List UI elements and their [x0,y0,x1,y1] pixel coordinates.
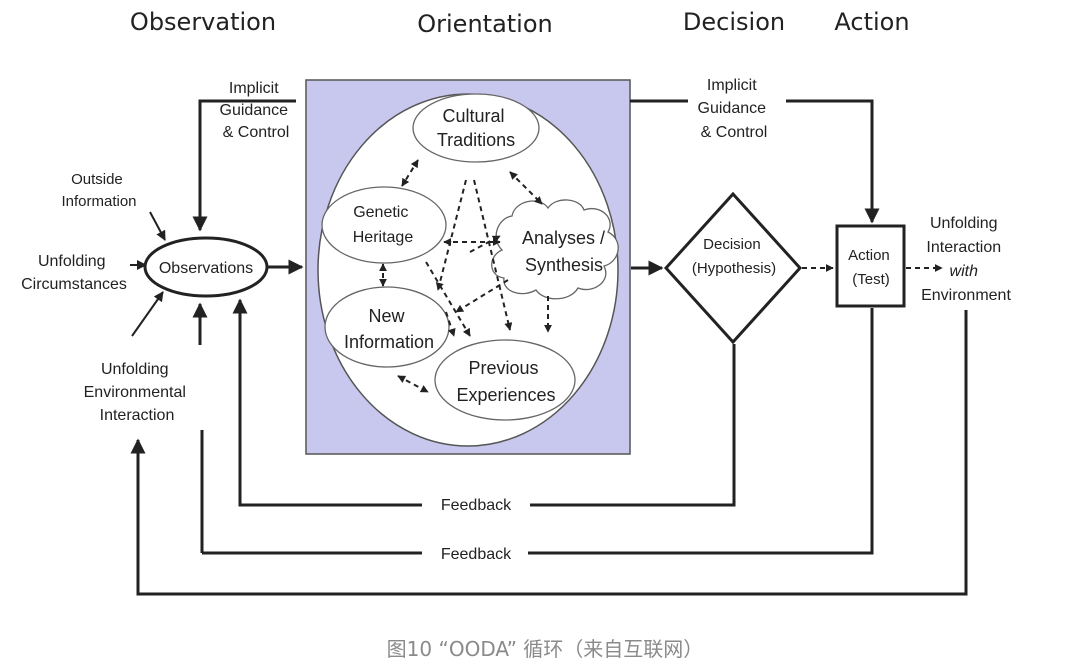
cultural-traditions-node [412,93,540,163]
feedback-lower-label: Feedback [441,546,512,563]
feedback-loops [130,298,968,596]
unfolding-circumstances-label: Unfolding Circumstances [21,253,127,293]
new-information-label: New Information [344,306,434,352]
genetic-heritage-label: Genetic Heritage [353,204,414,246]
analyses-synthesis-label: Analyses / Synthesis [522,228,610,275]
decision-action-arrows [630,99,943,276]
genetic-heritage-node [321,186,447,264]
header-orientation: Orientation [417,10,553,38]
decision-diamond [663,191,803,345]
cultural-traditions-label: Cultural Traditions [437,106,515,150]
unfolding-interaction-label: Unfolding Interaction with Environment [921,215,1011,304]
previous-experiences-node [434,339,576,421]
observation-input-arrows [130,99,304,345]
decision-hypothesis-label: Decision (Hypothesis) [692,236,776,277]
orientation-internal-arrows [379,159,552,393]
unfolding-environmental-interaction-label: Unfolding Environmental Interaction [84,361,191,424]
new-information-node [324,286,450,368]
implicit-guidance-right-label: Implicit Guidance & Control [698,77,771,141]
action-test-label: Action (Test) [848,247,894,288]
header-action: Action [834,8,909,36]
outside-information-label: Outside Information [61,171,136,210]
figure-caption: 图10 “OODA” 循环（来自互联网） [387,637,704,661]
observations-label: Observations [159,260,253,277]
action-box [835,224,906,308]
header-observation: Observation [130,8,276,36]
header-decision: Decision [683,8,785,36]
feedback-upper-label: Feedback [441,497,512,514]
implicit-guidance-left-label: Implicit Guidance & Control [220,80,293,141]
analyses-synthesis-cloud [491,199,619,300]
previous-experiences-label: Previous Experiences [456,358,555,405]
